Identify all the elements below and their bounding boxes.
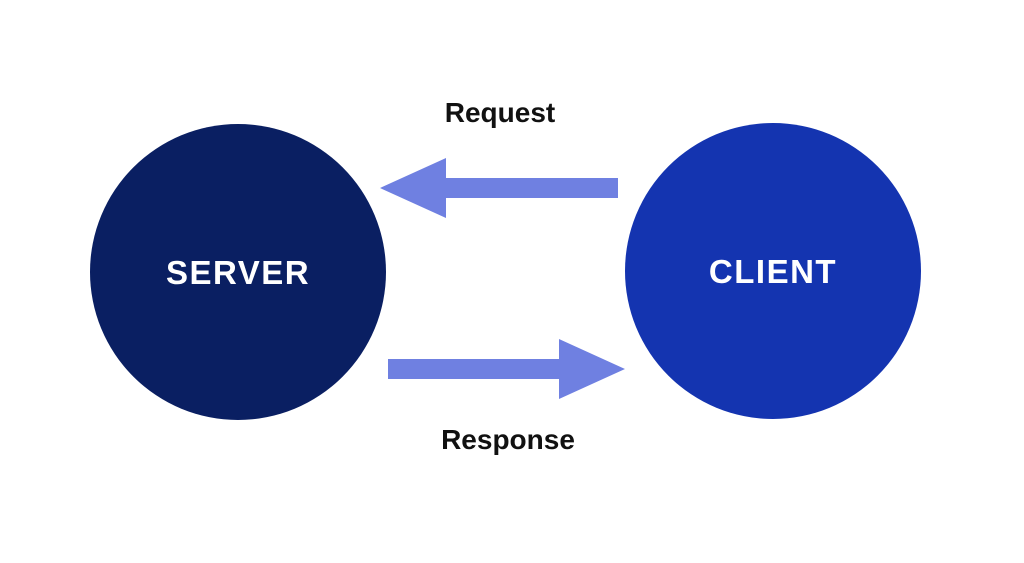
server-node: SERVER: [90, 124, 386, 420]
server-label: SERVER: [165, 253, 311, 291]
response-arrow-shape: [388, 339, 625, 399]
client-node: CLIENT: [625, 123, 921, 419]
response-label: Response: [441, 424, 575, 455]
client-label: CLIENT: [708, 252, 838, 290]
request-arrow-shape: [380, 158, 618, 218]
request-arrow-icon: [380, 158, 618, 218]
response-arrow-icon: [388, 339, 625, 399]
request-label: Request: [444, 97, 556, 128]
